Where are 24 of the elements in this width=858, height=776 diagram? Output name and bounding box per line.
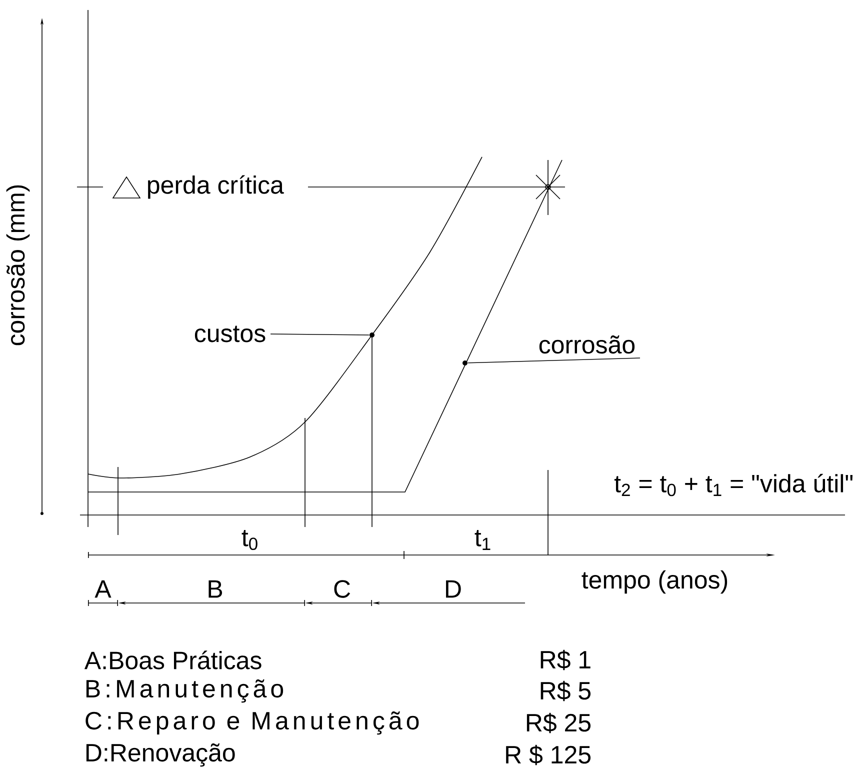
leader-line xyxy=(468,358,640,364)
table-cell: A:Boas Práticas xyxy=(84,650,262,670)
segment-label: C xyxy=(334,580,350,598)
table-cell: R$ 5 xyxy=(540,680,591,702)
segment-label: A xyxy=(94,580,112,598)
table-cell: B:Manutenção xyxy=(86,679,284,703)
axis-label: corrosão (mm) xyxy=(6,185,30,346)
formula-label: t$_{2}$ = t$_{0}$ + t$_{1}$ = "vida útil" xyxy=(614,474,852,496)
segment-label: B xyxy=(208,580,222,598)
dimension-label: t$_{1}$ xyxy=(474,530,490,550)
axis-label: tempo (anos) xyxy=(582,570,728,594)
curve-label: custos xyxy=(194,326,266,342)
dimension-label: t$_{0}$ xyxy=(242,530,258,550)
table-cell: R$ 1 xyxy=(540,650,590,670)
segment-label: D xyxy=(446,580,461,598)
point-marker xyxy=(370,332,374,338)
table-cell: R$ 25 xyxy=(526,712,591,734)
table-cell: D:Renovação xyxy=(86,743,235,767)
limit-label: perda crítica xyxy=(148,175,284,199)
curve-label: corrosão xyxy=(539,335,635,354)
table-cell: C:Reparo e Manutenção xyxy=(86,711,419,735)
leader-line xyxy=(270,334,370,336)
point-marker xyxy=(462,360,468,366)
table-cell: R $ 125 xyxy=(506,744,591,766)
